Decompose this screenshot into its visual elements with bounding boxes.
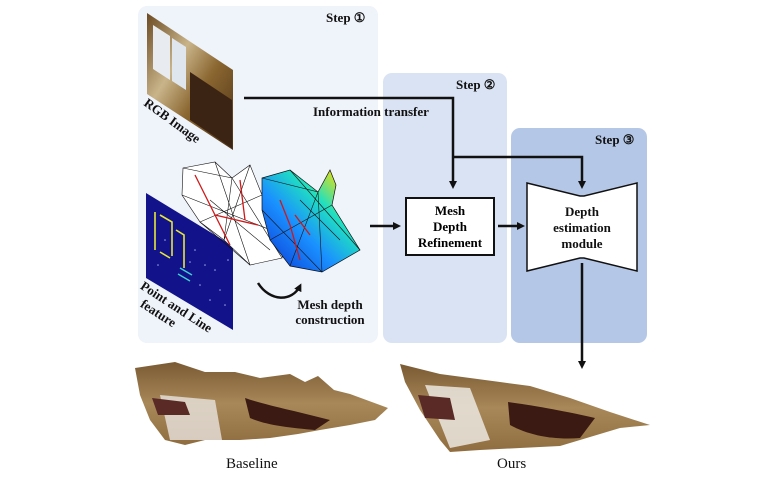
ours-reconstruction — [400, 364, 650, 452]
information-transfer-label: Information transfer — [313, 104, 429, 119]
mesh-depth-construction-label: Mesh depth construction — [290, 297, 370, 327]
depth-module-line2: estimation — [553, 220, 611, 235]
ours-caption: Ours — [497, 456, 527, 472]
depth-estimation-module-label: Depth estimation module — [537, 204, 627, 252]
depth-module-line3: module — [561, 236, 603, 251]
rgb-image — [147, 13, 233, 150]
mesh-construction-line2: construction — [295, 312, 365, 327]
wireframe-mesh — [181, 161, 287, 266]
mesh-construction-line1: Mesh depth — [297, 297, 363, 312]
colored-depth-mesh — [261, 169, 361, 273]
refinement-line2: Depth — [433, 218, 467, 234]
baseline-caption: Baseline — [226, 456, 278, 472]
transfer-to-depth-module-arrow — [453, 155, 586, 189]
step-2-label: Step ② — [456, 77, 496, 92]
refinement-line3: Refinement — [417, 234, 483, 250]
mesh-construction-arrow — [256, 282, 302, 299]
depth-module-line1: Depth — [565, 204, 599, 219]
step-1-label: Step ① — [326, 10, 366, 25]
baseline-reconstruction — [135, 362, 388, 445]
mesh-depth-refinement-box: Mesh Depth Refinement — [405, 197, 495, 256]
depth-estimation-module-shape — [526, 182, 638, 272]
step-3-label: Step ③ — [595, 132, 635, 147]
refinement-line1: Mesh — [434, 202, 466, 218]
point-line-feature-map — [146, 193, 233, 330]
